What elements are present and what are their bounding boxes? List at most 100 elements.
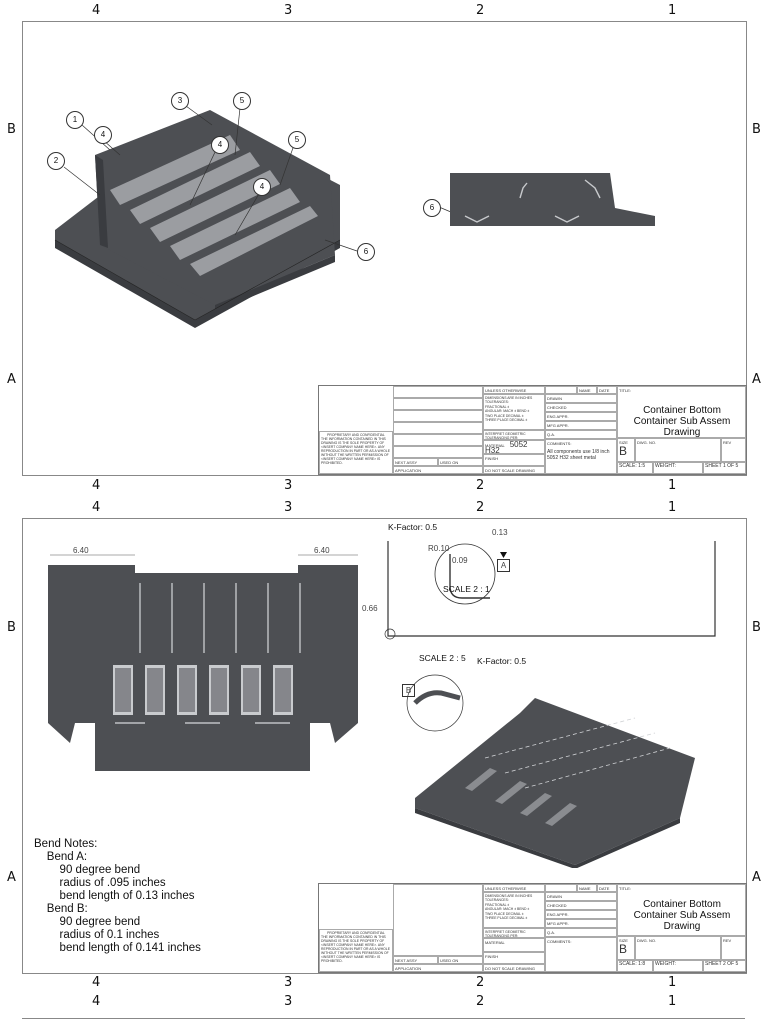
mfg-appr-label: MFG APPR. [545,421,617,430]
weight-label: WEIGHT: [653,960,703,972]
fractional-label: FRACTIONAL ± [485,404,510,409]
size-cell: SIZE B [617,936,635,960]
zone-col-2: 2 [476,500,485,515]
do-not-scale-label: DO NOT SCALE DRAWING [483,466,545,474]
zone-row-b-right: B [752,620,761,635]
drawing-title: Container Bottom Container Sub Assem Dra… [633,899,731,932]
three-place-label: THREE PLACE DECIMAL ± [485,418,528,423]
finish-label: FINISH [483,952,545,964]
dim-flange-right: 6.40 [314,546,330,555]
section-profile-view [384,541,716,640]
zone-col-3: 3 [284,500,293,515]
do-not-scale-label: DO NOT SCALE DRAWING [483,964,545,972]
zone-row-b-left: B [7,620,16,635]
checked-label: CHECKED [545,403,617,412]
application-label: APPLICATION [393,964,483,972]
two-place-label: TWO PLACE DECIMAL ± [485,413,524,418]
next-assy-label: NEXT ASSY [393,956,438,964]
drawing-border [22,518,747,974]
material-label: MATERIAL [485,443,505,448]
zone-col-1: 1 [668,994,677,1009]
zone-row-b-right: B [752,122,761,137]
title-cell: TITLE: Container Bottom Container Sub As… [617,884,746,936]
checked-label: CHECKED [545,901,617,910]
used-on-label: USED ON [438,458,483,466]
material-cell: MATERIAL 5052 H32 [483,440,545,454]
scale-label: SCALE: 1:5 [617,462,653,474]
drawn-label: DRAWN [545,394,617,403]
size-value: B [619,942,628,956]
scale-label: SCALE: 1:8 [617,960,653,972]
name-header: NAME [577,884,597,892]
callout-4a: 4 [94,126,112,144]
size-label: SIZE [619,440,628,445]
zone-col-2-bottom: 2 [476,478,485,493]
qa-label: Q.A. [545,928,617,937]
proprietary-notice: PROPRIETARY AND CONFIDENTIAL THE INFORMA… [319,929,393,972]
detail-b-scale: SCALE 2 : 5 [419,653,466,663]
detail-a-tag: A [497,559,510,572]
bend-notes: Bend Notes: Bend A: 90 degree bend radiu… [34,838,201,954]
zone-col-4-bottom: 4 [92,478,101,493]
zone-col-1: 1 [668,500,677,515]
zone-col-4: 4 [92,994,101,1009]
dim-flange-left: 6.40 [73,546,89,555]
drawing-sheet-1: 4 3 2 1 B B A A 1 [0,0,768,500]
zone-row-a-right: A [752,870,761,885]
callout-3: 3 [171,92,189,110]
zone-col-2-bottom: 2 [476,975,485,990]
zone-row-a-left: A [7,372,16,387]
sheet-number: SHEET 2 OF 5 [703,960,746,972]
kfactor-label-mid: K-Factor: 0.5 [477,656,527,666]
callout-6a: 6 [357,243,375,261]
name-header: NAME [577,386,597,394]
rev-label: REV [721,438,746,462]
unless-label: UNLESS OTHERWISE SPECIFIED: [483,386,545,394]
zone-col-1: 1 [668,3,677,18]
dwg-no-label: DWG. NO. [635,936,721,960]
material-value: 5052 H32 [485,440,528,454]
used-on-label: USED ON [438,956,483,964]
container-isometric-view [406,674,695,868]
callout-5a: 5 [233,92,251,110]
title-block-sheet-1: NEXT ASSY USED ON APPLICATION PROPRIETAR… [318,385,747,475]
zone-row-a-right: A [752,372,761,387]
kfactor-label-top: K-Factor: 0.5 [388,522,438,532]
two-place-label: TWO PLACE DECIMAL ± [485,911,524,916]
material-label: MATERIAL [483,938,545,952]
sheet-number: SHEET 1 OF 5 [703,462,746,474]
rev-label: REV [721,936,746,960]
drawn-label: DRAWN [545,892,617,901]
eng-appr-label: ENG APPR. [545,910,617,919]
qa-label: Q.A. [545,430,617,439]
proprietary-title: PROPRIETARY AND CONFIDENTIAL [327,433,385,437]
zone-col-3: 3 [284,3,293,18]
detail-a-dim: 0.13 [492,528,508,537]
dwg-no-label: DWG. NO. [635,438,721,462]
zone-row-b-left: B [7,122,16,137]
flat-pattern-view [48,554,358,771]
interpret-label: INTERPRET GEOMETRIC TOLERANCING PER: [483,928,545,938]
comments-label: COMMENTS: [545,937,617,972]
callout-5b: 5 [288,131,306,149]
zone-col-3-bottom: 3 [284,975,293,990]
assembly-side-view [450,173,655,226]
application-label: APPLICATION [393,466,483,474]
size-value: B [619,444,628,458]
proprietary-notice: PROPRIETARY AND CONFIDENTIAL THE INFORMA… [319,431,393,474]
proprietary-text: THE INFORMATION CONTAINED IN THIS DRAWIN… [321,437,390,465]
comments-label: COMMENTS: [547,441,572,446]
title-cell: TITLE: Container Bottom Container Sub As… [617,386,746,438]
drawing-sheet-2: 4 3 2 1 B B A A [0,498,768,1024]
title-block-sheet-2: PROPRIETARY AND CONFIDENTIAL THE INFORMA… [318,883,747,973]
title-label: TITLE: [619,388,632,393]
callout-1: 1 [66,111,84,129]
callout-4b: 4 [211,136,229,154]
fractional-label: FRACTIONAL ± [485,902,510,907]
dims-label: DIMENSIONS ARE IN INCHES TOLERANCES: [485,396,533,405]
size-cell: SIZE B [617,438,635,462]
finish-label: FINISH [483,454,545,466]
unless-label: UNLESS OTHERWISE SPECIFIED: [483,884,545,892]
comments-text: All components use 1/8 inch 5052 H32 she… [547,449,610,461]
proprietary-title: PROPRIETARY AND CONFIDENTIAL [327,931,385,935]
